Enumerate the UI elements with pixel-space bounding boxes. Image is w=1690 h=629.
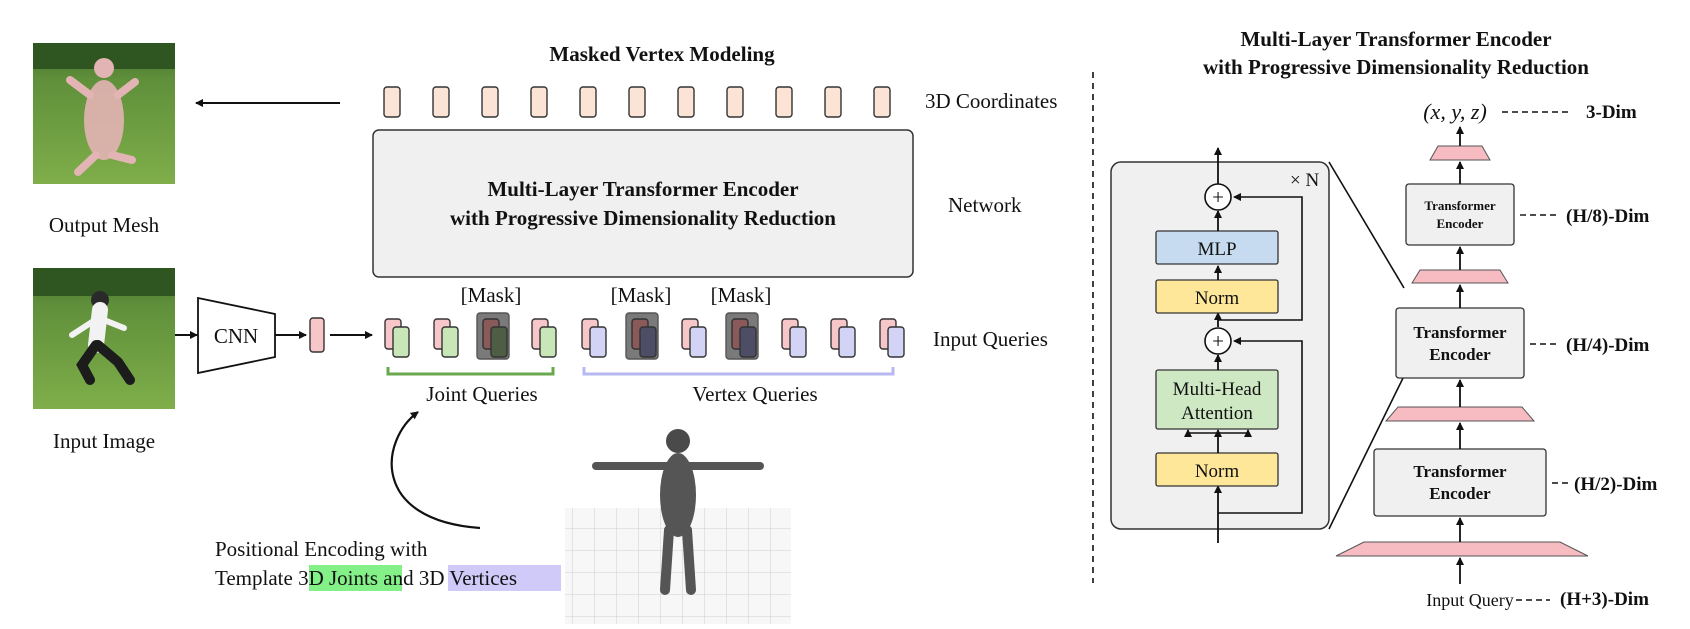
mask-label-2: [Mask] [611, 283, 672, 307]
coordinate-token [873, 86, 891, 118]
coordinate-token [824, 86, 842, 118]
attention-label-line2: Attention [1181, 403, 1253, 424]
plus-sign-lower: + [1212, 329, 1224, 353]
coordinate-token [677, 86, 695, 118]
input-query-label: Input Query [1426, 590, 1513, 610]
norm-label-upper: Norm [1195, 288, 1240, 309]
template-mesh-image [565, 429, 791, 624]
projection-trapezoid-4 [1429, 145, 1491, 161]
mask-label-1: [Mask] [461, 283, 522, 307]
vertices-highlight [448, 565, 561, 591]
3d-coordinates-label: 3D Coordinates [925, 89, 1057, 113]
projection-trapezoid-1 [1335, 541, 1589, 557]
repeat-n-label: × N [1290, 170, 1319, 191]
encoder-h2-label-2: Encoder [1429, 484, 1491, 503]
residual-skip-upper [1218, 193, 1303, 321]
masked-joint-token [490, 326, 508, 358]
transformer-encoder-h2 [1373, 448, 1547, 517]
vertex-query-token [689, 326, 707, 358]
mlp-label: MLP [1197, 239, 1236, 260]
vertex-query-token [887, 326, 905, 358]
plus-sign-upper: + [1212, 185, 1224, 209]
residual-add-lower [1204, 327, 1232, 355]
joint-queries-bracket [386, 367, 555, 376]
masked-vertex-modeling-title: Masked Vertex Modeling [549, 42, 775, 66]
residual-skip-lower [1218, 337, 1303, 514]
vertex-queries-label: Vertex Queries [692, 382, 817, 406]
encoder-h8-label-2: Encoder [1437, 216, 1484, 231]
joint-query-token [539, 326, 557, 358]
dim-label-h2: (H/2)-Dim [1574, 474, 1658, 495]
positional-encoding-arrow [390, 411, 481, 530]
output-mesh-image [33, 43, 175, 184]
attention-box [1155, 369, 1279, 430]
coordinate-token [628, 86, 646, 118]
coordinate-token [481, 86, 499, 118]
image-feature-token [309, 317, 325, 353]
encoder-h2-label-1: Transformer [1413, 462, 1507, 481]
encoder-title-line2: with Progressive Dimensionality Reductio… [450, 206, 836, 230]
masked-vertex-token [739, 326, 757, 358]
right-title-line2: with Progressive Dimensionality Reductio… [1203, 55, 1589, 79]
norm-box-upper [1155, 279, 1279, 314]
masked-vertex-token [639, 326, 657, 358]
joint-query-token [392, 326, 410, 358]
transformer-encoder-h8 [1405, 183, 1515, 246]
dim-label-h4: (H/4)-Dim [1566, 335, 1650, 356]
mlp-box [1155, 230, 1279, 265]
input-query-tokens [384, 312, 905, 360]
cnn-label: CNN [214, 324, 258, 348]
transformer-encoder-box [372, 129, 914, 278]
output-mesh-label: Output Mesh [49, 213, 160, 237]
caption-line1: Positional Encoding with [215, 537, 428, 561]
input-image-label: Input Image [53, 429, 155, 453]
projection-trapezoid-3 [1411, 269, 1509, 284]
coordinate-token [530, 86, 548, 118]
dim-label-input: (H+3)-Dim [1560, 589, 1649, 610]
norm-label-lower: Norm [1195, 461, 1240, 482]
input-image [33, 268, 175, 409]
vertex-query-token [789, 326, 807, 358]
encoder-h8-label-1: Transformer [1424, 198, 1495, 213]
dim-label-h8: (H/8)-Dim [1566, 206, 1650, 227]
vertex-query-token [838, 326, 856, 358]
encoder-title-line1: Multi-Layer Transformer Encoder [487, 177, 798, 201]
cnn-block [197, 296, 276, 375]
input-queries-label: Input Queries [933, 327, 1048, 351]
zoom-line-bottom [1328, 375, 1405, 530]
right-title-line1: Multi-Layer Transformer Encoder [1240, 27, 1551, 51]
coordinate-token [726, 86, 744, 118]
coordinate-token [432, 86, 450, 118]
attention-label-line1: Multi-Head [1173, 379, 1262, 400]
norm-box-lower [1155, 452, 1279, 487]
vertex-query-token [589, 326, 607, 358]
joints-highlight [309, 565, 402, 591]
encoder-h4-label-2: Encoder [1429, 345, 1491, 364]
zoom-line-top [1328, 161, 1405, 289]
coordinate-token [383, 86, 401, 118]
output-xyz-label: (x, y, z) [1423, 99, 1487, 124]
projection-trapezoid-2 [1384, 406, 1536, 422]
dim-label-output: 3-Dim [1586, 102, 1637, 123]
joint-queries-label: Joint Queries [426, 382, 537, 406]
joint-query-token [441, 326, 459, 358]
coordinate-token [775, 86, 793, 118]
coordinate-token [579, 86, 597, 118]
encoder-h4-label-1: Transformer [1413, 323, 1507, 342]
network-label: Network [948, 193, 1022, 217]
output-coordinate-tokens [383, 86, 891, 118]
transformer-encoder-h4 [1395, 307, 1525, 379]
mask-label-3: [Mask] [711, 283, 772, 307]
vertex-queries-bracket [582, 367, 895, 376]
caption-line2: Template 3D Joints and 3D Vertices [215, 566, 517, 590]
